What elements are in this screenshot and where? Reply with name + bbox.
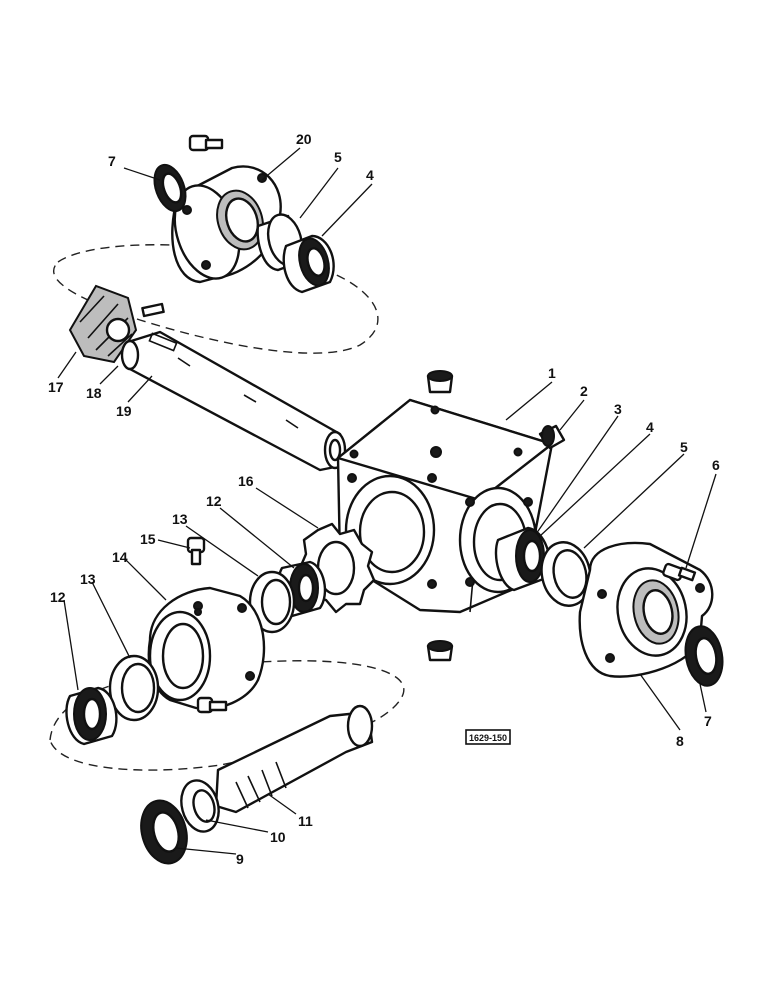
callout-4-top: 4 xyxy=(366,167,374,183)
callout-12-upper: 12 xyxy=(206,493,222,509)
drawing-reference-tag: 1629-150 xyxy=(465,729,511,745)
oil-seal-7-top xyxy=(153,163,187,213)
callout-15: 15 xyxy=(140,531,156,547)
drawing-reference-text: 1629-150 xyxy=(469,733,507,743)
callout-4-right: 4 xyxy=(646,419,654,435)
callout-14: 14 xyxy=(112,549,128,565)
leader-lines xyxy=(57,147,717,855)
callout-17: 17 xyxy=(48,379,64,395)
lock-nut-10 xyxy=(180,779,220,833)
key-18 xyxy=(141,302,165,318)
callout-20: 20 xyxy=(296,131,312,147)
callout-5-top: 5 xyxy=(334,149,342,165)
callout-13-upper: 13 xyxy=(172,511,188,527)
plug-bottom xyxy=(426,640,454,662)
callout-5-right: 5 xyxy=(680,439,688,455)
callout-8: 8 xyxy=(676,733,684,749)
callout-labels: 7 20 5 4 17 18 19 1 2 3 4 5 6 7 8 16 12 … xyxy=(48,131,720,867)
taper-bearing-12-upper xyxy=(276,560,327,618)
oil-seal-9 xyxy=(140,799,188,865)
bolt-lower xyxy=(196,696,228,714)
callout-10: 10 xyxy=(270,829,286,845)
callout-11: 11 xyxy=(298,813,313,829)
bolt-top xyxy=(188,134,224,152)
output-shaft-11 xyxy=(214,704,374,814)
callout-19: 19 xyxy=(116,403,132,419)
taper-bearing-12-lower xyxy=(65,686,118,746)
callout-13-lower: 13 xyxy=(80,571,96,587)
callout-3: 3 xyxy=(614,401,622,417)
callout-6: 6 xyxy=(712,457,720,473)
oil-seal-7-right xyxy=(684,625,724,687)
bolt-6 xyxy=(662,562,697,582)
callout-12-lower: 12 xyxy=(50,589,66,605)
taper-bearing-4-right xyxy=(494,526,551,592)
callout-7-right: 7 xyxy=(704,713,712,729)
callout-2: 2 xyxy=(580,383,588,399)
pinion-shaft-19 xyxy=(120,330,347,472)
callout-16: 16 xyxy=(238,473,254,489)
callout-9: 9 xyxy=(236,851,244,867)
vent-plug-2 xyxy=(538,424,566,450)
lower-assembly-outline xyxy=(49,660,405,771)
callout-18: 18 xyxy=(86,385,102,401)
plug-top xyxy=(426,370,454,394)
bevel-pinion-17 xyxy=(68,284,138,364)
bolt-15 xyxy=(186,536,206,566)
bearing-race-13-lower xyxy=(108,654,160,722)
callout-7-top: 7 xyxy=(108,153,116,169)
bearing-race-13-upper xyxy=(248,570,296,634)
taper-bearing-4-top xyxy=(282,234,335,294)
callout-1: 1 xyxy=(548,365,556,381)
bearing-housing-14 xyxy=(147,586,266,710)
